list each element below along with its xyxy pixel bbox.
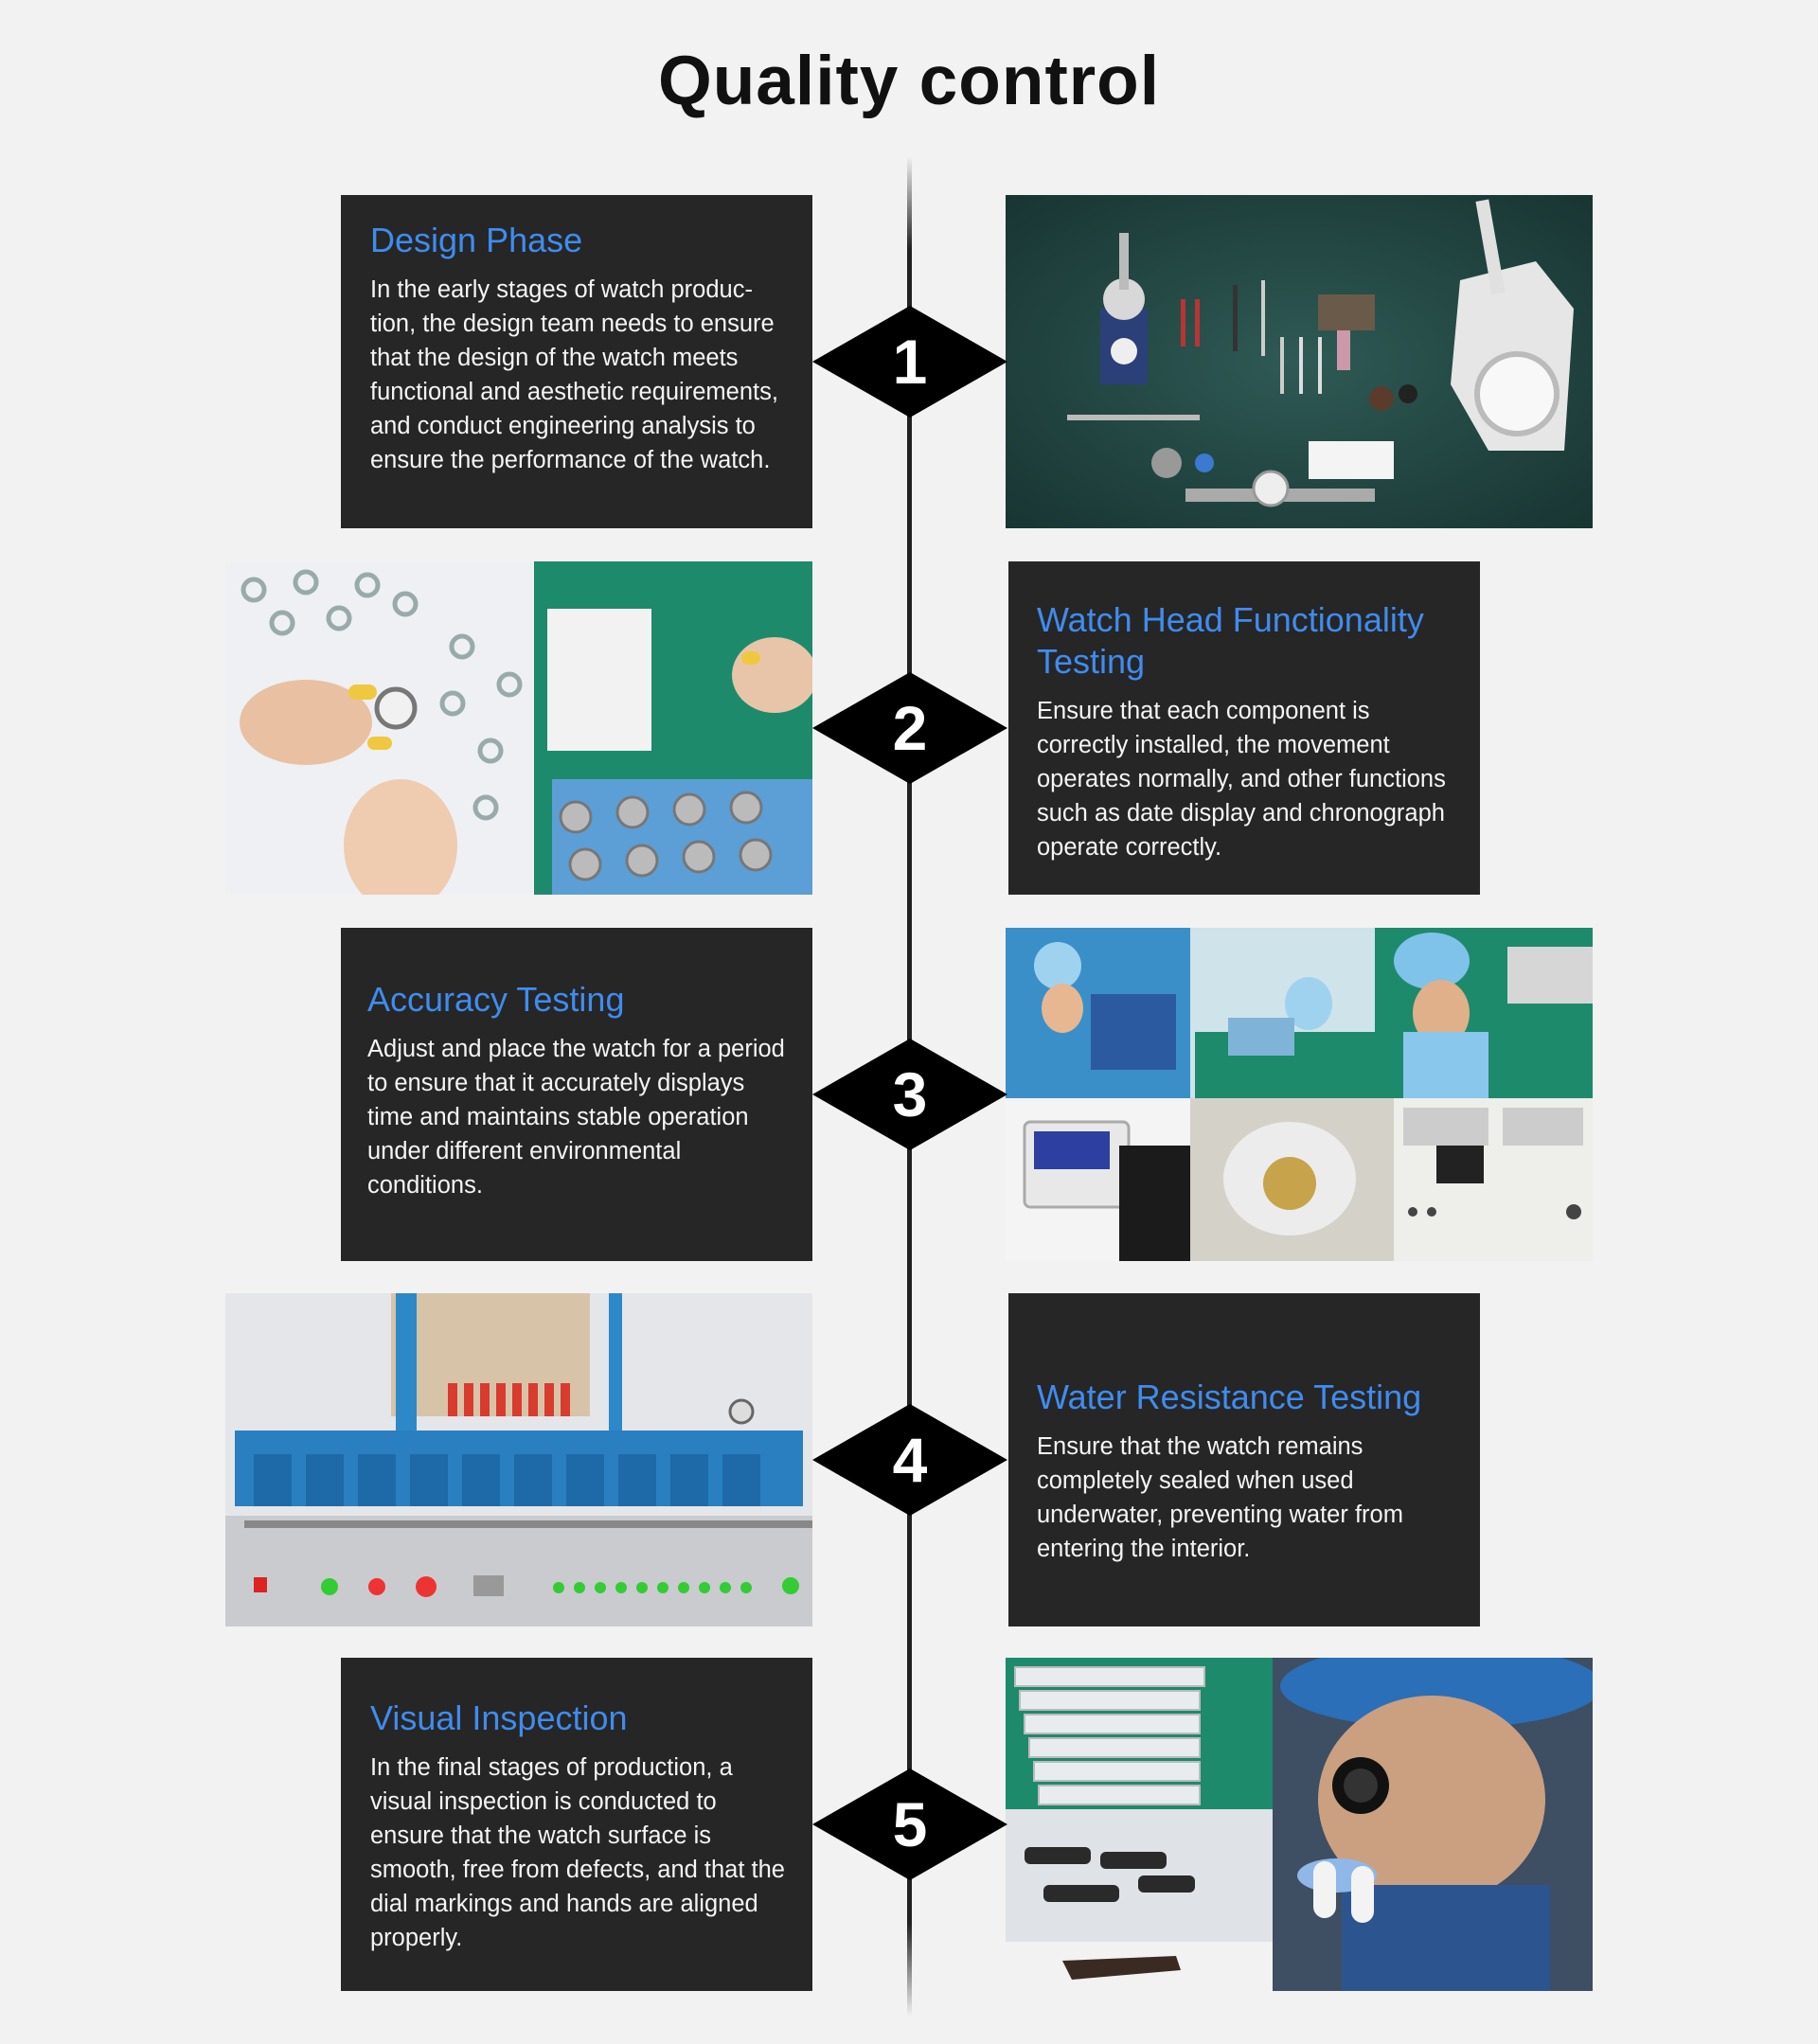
- step-number-diamond-5: 5: [812, 1769, 1007, 1880]
- step-title: Accuracy Testing: [367, 980, 625, 1019]
- step-description: Ensure that each component is correctly …: [1037, 698, 1446, 861]
- step-number: 4: [892, 1425, 928, 1495]
- step-card-4: Water Resistance Testing Ensure that the…: [1008, 1293, 1480, 1626]
- step-title: Design Phase: [370, 221, 583, 259]
- page-title: Quality control: [657, 43, 1161, 119]
- air-leakage-tester-photo: [225, 1293, 812, 1626]
- step-number: 1: [892, 327, 928, 397]
- step-title: Water Resistance Testing: [1037, 1377, 1422, 1416]
- accuracy-lab-collage-photo: [1006, 928, 1593, 1261]
- step-number: 5: [892, 1789, 928, 1859]
- step-card-1: Design Phase In the early stages of watc…: [341, 195, 812, 528]
- step-description: Adjust and place the watch for a period …: [367, 1036, 785, 1199]
- step-card-3: Accuracy Testing Adjust and place the wa…: [341, 928, 812, 1261]
- step-number-diamond-1: 1: [812, 306, 1007, 418]
- step-description: In the early stages of watch produc-tion…: [370, 276, 778, 473]
- step-card-2: Watch Head Functionality Testing Ensure …: [1008, 561, 1480, 895]
- step-number-diamond-4: 4: [812, 1404, 1007, 1516]
- assembly-hands-photo: [225, 561, 812, 895]
- step-description: Ensure that the watch remains completely…: [1037, 1433, 1403, 1562]
- watchmaking-tools-photo: [1006, 195, 1593, 528]
- step-number-diamond-2: 2: [812, 672, 1007, 784]
- step-description: In the final stages of production, a vis…: [370, 1754, 785, 1951]
- step-title: Visual Inspection: [370, 1698, 628, 1737]
- step-number: 3: [892, 1059, 928, 1129]
- loupe-inspection-photo: [1006, 1658, 1593, 1991]
- step-number: 2: [892, 693, 928, 763]
- step-title: Watch Head Functionality Testing: [1037, 600, 1424, 681]
- step-card-5: Visual Inspection In the final stages of…: [341, 1658, 812, 1991]
- step-number-diamond-3: 3: [812, 1039, 1007, 1150]
